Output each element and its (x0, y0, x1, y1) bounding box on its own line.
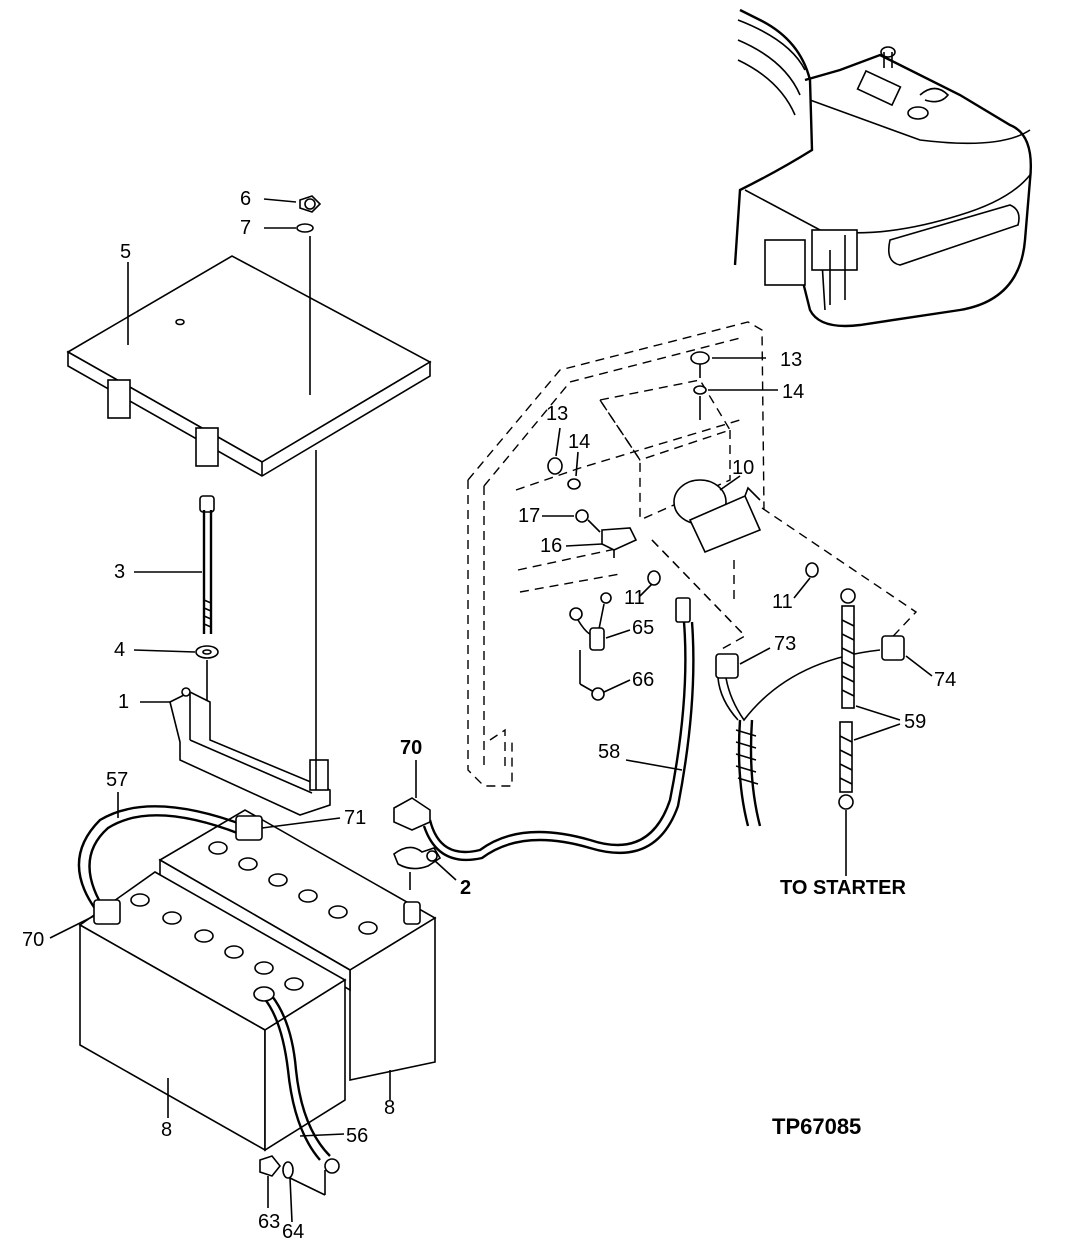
label-58: 58 (598, 741, 620, 763)
label-14-left: 14 (568, 431, 590, 453)
cable-58 (393, 597, 695, 862)
label-13-left: 13 (546, 403, 568, 425)
label-73: 73 (774, 633, 796, 655)
label-64: 64 (282, 1221, 304, 1243)
label-14-top: 14 (782, 381, 804, 403)
label-17: 17 (518, 505, 540, 527)
relay-components (547, 351, 918, 701)
label-70-battery: 70 (22, 929, 44, 951)
rear-battery-caps (208, 841, 421, 935)
label-70-cable: 70 (400, 737, 422, 759)
part-labels: 6 7 5 3 4 1 57 70 71 2 8 8 56 63 64 70 5… (22, 188, 956, 1243)
label-57: 57 (106, 769, 128, 791)
label-59: 59 (904, 711, 926, 733)
label-11-left: 11 (624, 587, 645, 609)
terminal-clamp (393, 846, 442, 890)
label-63: 63 (258, 1211, 280, 1233)
to-starter-label: TO STARTER (780, 877, 906, 899)
label-7: 7 (240, 217, 251, 239)
battery-cover (66, 255, 432, 477)
label-74: 74 (934, 669, 956, 691)
frame-panel (467, 321, 765, 787)
front-battery-caps (130, 893, 304, 991)
label-6: 6 (240, 188, 251, 210)
leader-lines (49, 198, 933, 1223)
label-71: 71 (344, 807, 366, 829)
label-16: 16 (540, 535, 562, 557)
label-10: 10 (732, 457, 754, 479)
label-56: 56 (346, 1125, 368, 1147)
label-65: 65 (632, 617, 654, 639)
label-3: 3 (114, 561, 125, 583)
machine-body-illustration (733, 8, 1032, 328)
label-1: 1 (118, 691, 129, 713)
label-8-rear: 8 (384, 1097, 395, 1119)
label-5: 5 (120, 241, 131, 263)
label-8-front: 8 (161, 1119, 172, 1141)
hold-down-parts (169, 195, 331, 816)
batteries (77, 805, 437, 1196)
figure-reference: TP67085 (772, 1114, 861, 1139)
label-2: 2 (460, 877, 471, 899)
label-66: 66 (632, 669, 654, 691)
label-11-right: 11 (772, 591, 793, 613)
label-4: 4 (114, 639, 125, 661)
harness-and-cables (715, 588, 905, 876)
label-13-top: 13 (780, 349, 802, 371)
